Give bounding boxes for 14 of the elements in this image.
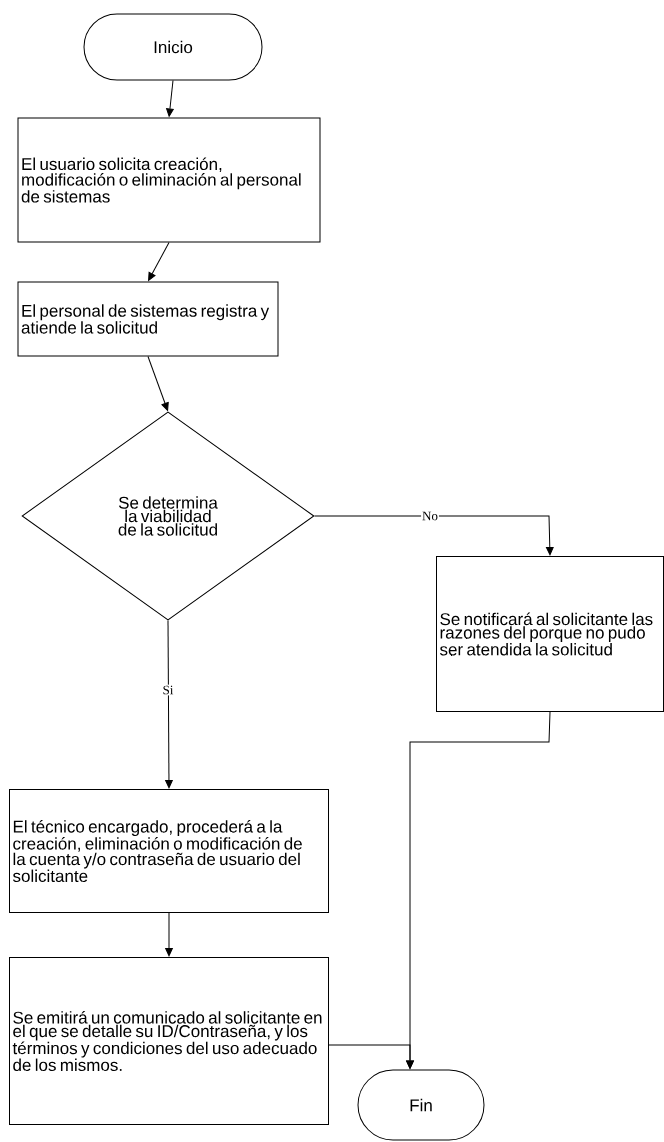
process-box: Se emitirá un comunicado al solicitante en el que se detalle su ID/Contraseña, y los términos y condiciones del uso adecuado de los mismos. [9,957,329,1125]
arrow [165,912,173,957]
process-box: El técnico encargado, procederá a la creación, eliminación o modificación de la cuenta y/o contraseña de usuario del solicitante [9,789,329,913]
arrow [166,80,174,117]
arrow [148,242,170,281]
process-box: El personal de sistemas registra y atiende la solicitud [17,281,279,357]
edge-label: No [421,510,439,522]
arrow [406,711,551,1069]
arrow [314,515,554,556]
process-box: El usuario solicita creación, modificación o eliminación al personal de sistemas [17,117,321,243]
edge-label: Si [161,684,175,696]
process-box: Se notificará al solicitante las razones del porque no pudo ser atendida la solicitud [436,556,664,712]
arrow [147,356,169,411]
arrow [165,620,173,789]
